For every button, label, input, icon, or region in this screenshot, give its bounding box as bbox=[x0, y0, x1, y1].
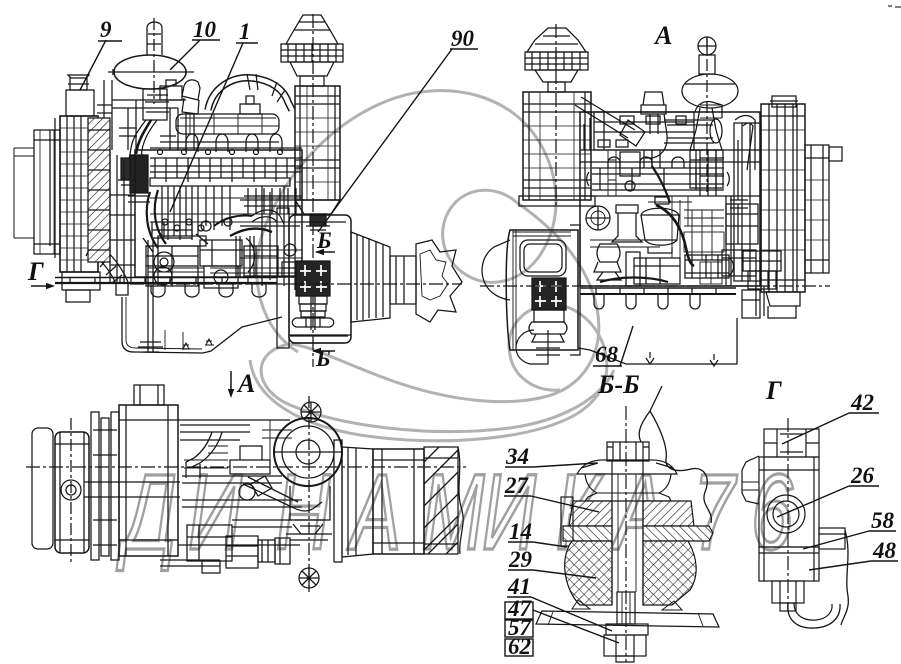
svg-text:А: А bbox=[653, 21, 672, 50]
svg-text:48: 48 bbox=[872, 538, 897, 563]
svg-text:9: 9 bbox=[100, 17, 112, 42]
svg-text:И: И bbox=[188, 452, 242, 572]
svg-text:34: 34 bbox=[505, 444, 529, 469]
svg-text:А: А bbox=[236, 369, 255, 398]
svg-text:27: 27 bbox=[504, 473, 530, 498]
svg-text:Г: Г bbox=[27, 257, 44, 286]
svg-text:57: 57 bbox=[508, 615, 533, 640]
svg-text:41: 41 bbox=[507, 574, 531, 599]
svg-text:42: 42 bbox=[850, 390, 874, 415]
svg-text:Б: Б bbox=[316, 228, 332, 253]
svg-text:90: 90 bbox=[451, 26, 475, 51]
svg-text:14: 14 bbox=[509, 519, 532, 544]
svg-text:26: 26 bbox=[850, 463, 875, 488]
svg-text:47: 47 bbox=[507, 596, 533, 621]
svg-text:И: И bbox=[482, 452, 536, 572]
svg-text:1: 1 bbox=[239, 19, 251, 44]
svg-text:58: 58 bbox=[871, 508, 895, 533]
svg-text:М: М bbox=[422, 452, 485, 572]
svg-text:68: 68 bbox=[595, 342, 619, 367]
svg-text:Н: Н bbox=[276, 452, 331, 572]
svg-text:Б-Б: Б-Б bbox=[597, 370, 640, 399]
svg-text:62: 62 bbox=[508, 634, 531, 659]
svg-text:29: 29 bbox=[508, 547, 533, 572]
svg-text:А: А bbox=[347, 452, 401, 572]
svg-text:7: 7 bbox=[693, 452, 738, 572]
svg-text:10: 10 bbox=[193, 17, 217, 42]
svg-text:Г: Г bbox=[765, 376, 782, 405]
